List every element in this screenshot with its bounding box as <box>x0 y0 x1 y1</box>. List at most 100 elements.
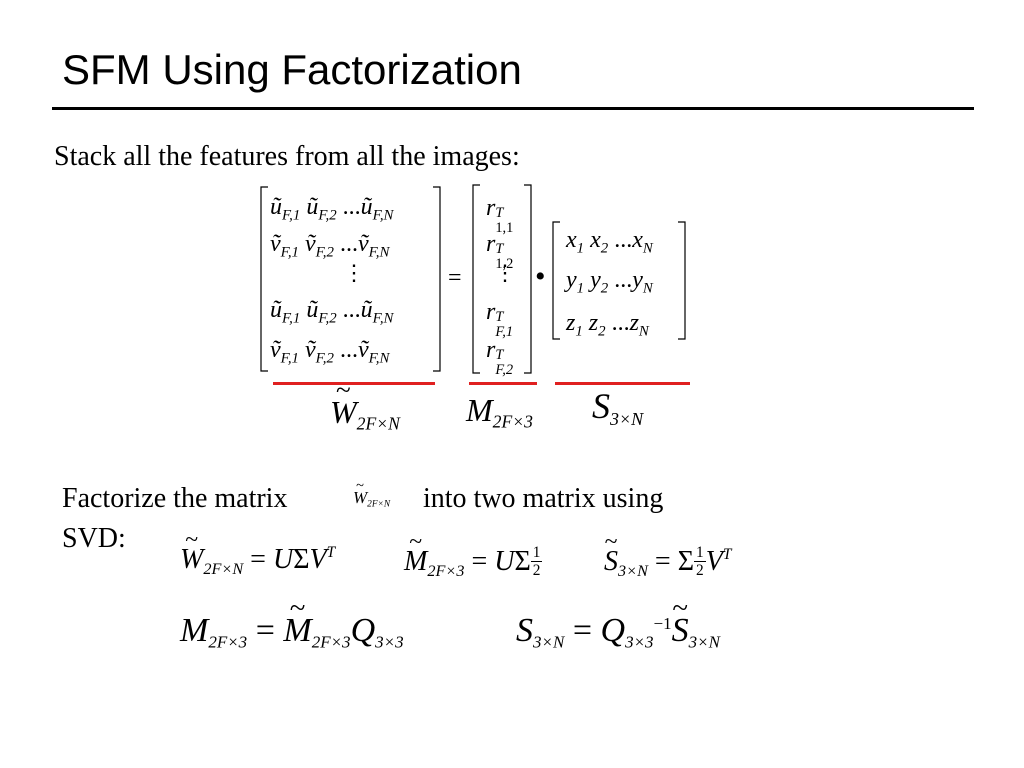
matrix-entry: z <box>629 310 639 336</box>
svd-equation-w: W2F×N = UΣVT <box>180 529 335 577</box>
matrix-entry-subscript: F,1 <box>282 310 301 327</box>
matrix-entry-subscript: 2 <box>598 323 606 340</box>
matrix-entry: ũ <box>360 194 373 220</box>
matrix-entry: x <box>632 227 643 253</box>
matrix-entry: ṽ <box>270 231 281 257</box>
matrix-entry-subscript: 2 <box>600 240 609 257</box>
matrix-entry: ũ <box>270 194 282 220</box>
matrix-entry: ṽ <box>270 337 281 363</box>
matrix-entry: z <box>566 310 576 336</box>
matrix-entry-subscript: 1 <box>575 323 583 340</box>
matrix-entry-subscript: 1 <box>576 280 585 297</box>
matrix-entry: ṽ <box>357 337 369 363</box>
matrix-entry-subscript: F,1 <box>280 244 299 261</box>
matrix-entry: y <box>590 267 601 293</box>
matrix-entry: y <box>566 267 577 293</box>
matrix-entry-subscript: F,1 <box>282 207 301 224</box>
w-label: W2F×N <box>330 377 400 433</box>
matrix-entry-superscript: T <box>495 347 504 364</box>
matrix-entry-subscript: N <box>642 280 653 297</box>
m-label: M2F×3 <box>466 392 533 432</box>
matrix-entry: ṽ <box>357 231 369 257</box>
w-matrix-right-bracket <box>433 186 441 372</box>
matrix-ellipsis: ... <box>614 227 633 253</box>
title-divider <box>52 107 974 110</box>
matrix-entry-superscript: T <box>495 241 504 258</box>
matrix-entry-subscript: 1,1 <box>495 219 514 236</box>
matrix-entry-subscript: F,N <box>368 244 390 261</box>
matrix-entry-subscript: F,1 <box>280 350 299 367</box>
w-matrix-row: ũF,1 ũF,2 ...ũF,N <box>270 298 393 327</box>
matrix-ellipsis: ... <box>342 297 361 323</box>
matrix-entry: ũ <box>270 297 282 323</box>
matrix-entry: y <box>632 267 643 293</box>
matrix-entry: x <box>566 227 577 253</box>
inline-w-symbol: W2F×N <box>353 479 390 510</box>
matrix-entry: z <box>588 310 599 336</box>
m-matrix-right-bracket <box>524 184 532 374</box>
matrix-entry-subscript: 2 <box>600 280 609 297</box>
factorize-text-before: Factorize the matrix <box>62 483 288 514</box>
matrix-entry: r <box>486 299 496 325</box>
matrix-entry: x <box>590 227 601 253</box>
m-matrix-left-bracket <box>472 184 480 374</box>
matrix-entry: ũ <box>306 194 319 220</box>
s-matrix-left-bracket <box>552 221 560 340</box>
factorize-text: Factorize the matrix <box>62 482 287 516</box>
s-matrix-row: x1 x2 ...xN <box>566 228 653 257</box>
matrix-entry-superscript: T <box>495 205 504 222</box>
matrix-ellipsis: ... <box>611 310 630 336</box>
intro-text: Stack all the features from all the imag… <box>54 141 520 172</box>
matrix-entry: r <box>486 231 496 257</box>
matrix-entry-subscript: F,N <box>372 207 394 224</box>
matrix-entry: ṽ <box>304 231 316 257</box>
matrix-entry-subscript: N <box>638 323 649 340</box>
matrix-entry: ṽ <box>304 337 316 363</box>
w-vertical-ellipsis: ⋮ <box>343 260 365 285</box>
matrix-entry-subscript: F,2 <box>318 310 337 327</box>
matrix-entry-subscript: F,1 <box>495 323 514 340</box>
w-matrix-row: ṽF,1 ṽF,2 ...ṽF,N <box>270 338 389 367</box>
w-matrix-row: ṽF,1 ṽF,2 ...ṽF,N <box>270 232 389 261</box>
matrix-entry-subscript: 1,2 <box>495 255 514 272</box>
factorize-text-line2: SVD: <box>62 523 126 554</box>
matrix-entry-subscript: F,2 <box>315 244 334 261</box>
s-underline <box>555 382 690 385</box>
matrix-entry-subscript: F,2 <box>495 361 514 378</box>
matrix-ellipsis: ... <box>342 194 361 220</box>
m-vertical-ellipsis: ⋮ <box>494 260 516 285</box>
matrix-entry: r <box>486 337 496 363</box>
matrix-entry: ũ <box>306 297 319 323</box>
equation-s-q: S3×N = Q3×3−1S3×N <box>516 594 720 651</box>
matrix-entry: ũ <box>360 297 373 323</box>
matrix-entry-subscript: F,N <box>368 350 390 367</box>
matrix-entry-subscript: F,2 <box>318 207 337 224</box>
matrix-ellipsis: ... <box>339 337 358 363</box>
dot-operator: • <box>535 260 546 293</box>
w-matrix-row: ũF,1 ũF,2 ...ũF,N <box>270 195 393 224</box>
s-matrix-row: y1 y2 ...yN <box>566 268 653 297</box>
w-matrix-left-bracket <box>260 186 268 372</box>
matrix-entry-superscript: T <box>495 309 504 326</box>
matrix-ellipsis: ... <box>614 267 633 293</box>
matrix-entry-subscript: F,2 <box>315 350 334 367</box>
s-matrix-row: z1 z2 ...zN <box>566 311 649 340</box>
s-label: S3×N <box>592 386 644 429</box>
matrix-entry-subscript: F,N <box>372 310 394 327</box>
matrix-entry: r <box>486 195 496 221</box>
factorize-text-after: into two matrix using <box>423 483 664 514</box>
m-underline <box>469 382 537 385</box>
slide-title: SFM Using Factorization <box>62 46 522 93</box>
equals-sign: = <box>448 265 462 291</box>
